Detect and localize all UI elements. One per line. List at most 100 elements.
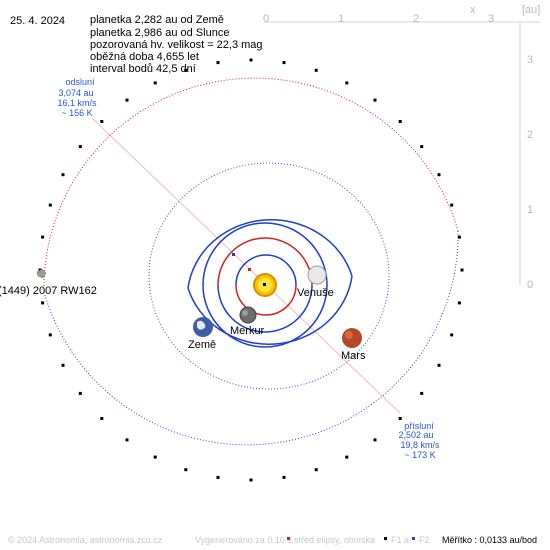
asteroid-position-point [373, 438, 377, 442]
asteroid-position-point [373, 98, 377, 102]
aphelion-distance: 3,074 au [58, 88, 93, 98]
mercury-orbit-upper [235, 254, 297, 286]
date-label: 25. 4. 2024 [10, 15, 65, 27]
asteroid-position-point [184, 68, 188, 72]
focus-f2-marker [232, 253, 235, 256]
venus-orbit-upper [217, 237, 313, 286]
mars-orbit-lower [187, 275, 353, 345]
asteroid-position-point [78, 145, 82, 149]
asteroid-position-point [216, 61, 220, 65]
x-tick-1: 1 [338, 13, 344, 25]
asteroid-position-point [125, 438, 129, 442]
asteroid-position-point [460, 268, 464, 272]
asteroid-position-point [457, 301, 461, 305]
mars: Mars [341, 328, 366, 362]
asteroid-position-point [249, 478, 253, 482]
info-block: planetka 2,282 au od Země planetka 2,986… [90, 14, 263, 75]
x-tick-2: 2 [413, 13, 419, 25]
mercury-orbit-lower [235, 284, 297, 316]
perihelion-speed: 19,8 km/s [400, 440, 440, 450]
asteroid-position-point [398, 120, 402, 123]
asteroid-position-point [457, 235, 461, 239]
asteroid-orbit [38, 58, 464, 482]
sun [253, 273, 277, 297]
asteroid-position-point [48, 333, 52, 337]
asteroid-position-point [282, 475, 286, 479]
mars-disc [342, 328, 362, 348]
asteroid-position-point [61, 363, 65, 367]
y-tick-1: 1 [527, 204, 533, 216]
asteroid-position-point [420, 391, 424, 395]
info-period: oběžná doba 4,655 let [90, 51, 199, 63]
asteroid-position-point [282, 61, 286, 65]
x-axis-label: x [470, 4, 476, 16]
legend-f2-swatch [412, 537, 415, 540]
aphelion-title: odsluní [65, 77, 95, 87]
asteroid-position-point [450, 333, 454, 337]
mercury-highlight [242, 310, 248, 316]
asteroid-position-point [184, 468, 188, 472]
asteroid-orbit-upper [43, 77, 459, 293]
asteroid-position-point [153, 81, 157, 85]
info-earth-distance: planetka 2,282 au od Země [90, 14, 224, 26]
footer-legend-center: střed elipsy, ohniska [294, 535, 375, 545]
footer-legend-f2: F2 [419, 535, 430, 545]
asteroid: (1449) 2007 RW162 [0, 268, 97, 297]
x-tick-3: 3 [488, 13, 494, 25]
aphelion-info: odsluní 3,074 au 16,1 km/s ~ 156 K [57, 77, 97, 118]
earth-clouds [197, 320, 206, 330]
venus-orbit-lower [217, 284, 313, 333]
asteroid-orbit-lower [43, 230, 459, 446]
aphelion-speed: 16,1 km/s [57, 98, 97, 108]
asteroid-position-point [437, 363, 441, 367]
earth: Země [188, 317, 216, 351]
sun-focus-marker [263, 283, 266, 286]
asteroid-position-point [125, 98, 129, 102]
mercury-label: Merkur [230, 325, 265, 337]
apsidal-line [91, 117, 401, 414]
earth-orbit [202, 222, 328, 348]
asteroid-position-point [398, 417, 402, 420]
asteroid-position-point [216, 475, 220, 479]
asteroid-position-point [249, 58, 253, 62]
perihelion-title: přísluní [404, 421, 434, 431]
asteroid-position-point [153, 455, 157, 459]
y-tick-2: 2 [527, 129, 533, 141]
asteroid-position-point [437, 173, 441, 177]
footer-copyright: © 2024 Astronomia, astronomia.zcu.cz [8, 535, 163, 545]
perihelion-distance: 2,502 au [398, 430, 433, 440]
asteroid-position-point [41, 301, 45, 305]
perihelion-temp: ~ 173 K [404, 450, 435, 460]
legend-center-swatch [287, 537, 290, 540]
earth-label: Země [188, 339, 216, 351]
info-magnitude: pozorovaná hv. velikost = 22,3 mag [90, 39, 263, 51]
outer-dotted-orbit-lower [148, 275, 390, 390]
asteroid-position-point [314, 68, 318, 72]
mars-orbit-upper [187, 219, 353, 289]
x-tick-0: 0 [263, 13, 269, 25]
footer-generated: Vygenerováno za 0,10 s [195, 535, 292, 545]
mercury: Merkur [230, 306, 265, 337]
info-interval: interval bodů 42,5 dní [90, 63, 196, 75]
asteroid-position-points [38, 58, 464, 482]
asteroid-label: (1449) 2007 RW162 [0, 285, 97, 297]
y-tick-3: 3 [527, 54, 533, 66]
footer: © 2024 Astronomia, astronomia.zcu.cz Vyg… [8, 535, 537, 545]
axes: 0 1 2 3 x [au] 3 2 1 0 [263, 4, 540, 291]
info-sun-distance: planetka 2,986 au od Slunce [90, 27, 229, 39]
asteroid-icon [36, 268, 47, 279]
asteroid-position-point [450, 203, 454, 207]
perihelion-info: přísluní 2,502 au 19,8 km/s ~ 173 K [398, 421, 440, 460]
venus-disc [307, 265, 327, 285]
venus: Venuše [297, 265, 334, 299]
asteroid-position-point [314, 468, 318, 472]
aphelion-temp: ~ 156 K [61, 108, 92, 118]
asteroid-position-point [61, 173, 65, 177]
mars-highlight [345, 331, 353, 339]
footer-scale: Měřítko : 0,0133 au/bod [442, 535, 537, 545]
mercury-disc [239, 306, 257, 324]
legend-f1-swatch [384, 537, 387, 540]
asteroid-position-point [41, 235, 45, 239]
